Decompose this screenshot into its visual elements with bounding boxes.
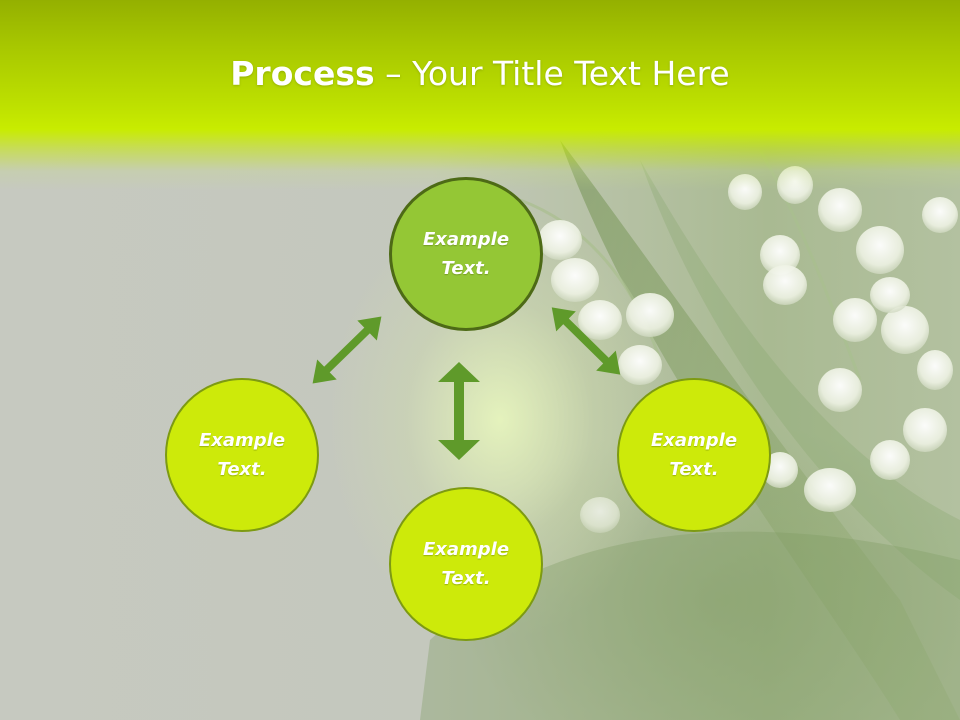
node-left-label: Example Text. <box>198 430 286 480</box>
slide-title: Process – Your Title Text Here <box>0 52 960 96</box>
title-rest: – Your Title Text Here <box>374 54 730 93</box>
node-bottom: Example Text. <box>389 487 543 641</box>
title-bold: Process <box>230 54 375 93</box>
header-band <box>0 0 960 190</box>
node-right: Example Text. <box>617 378 771 532</box>
node-top: Example Text. <box>389 177 543 331</box>
node-right-label: Example Text. <box>650 430 738 480</box>
node-top-label: Example Text. <box>422 229 510 279</box>
node-bottom-label: Example Text. <box>422 539 510 589</box>
node-left: Example Text. <box>165 378 319 532</box>
